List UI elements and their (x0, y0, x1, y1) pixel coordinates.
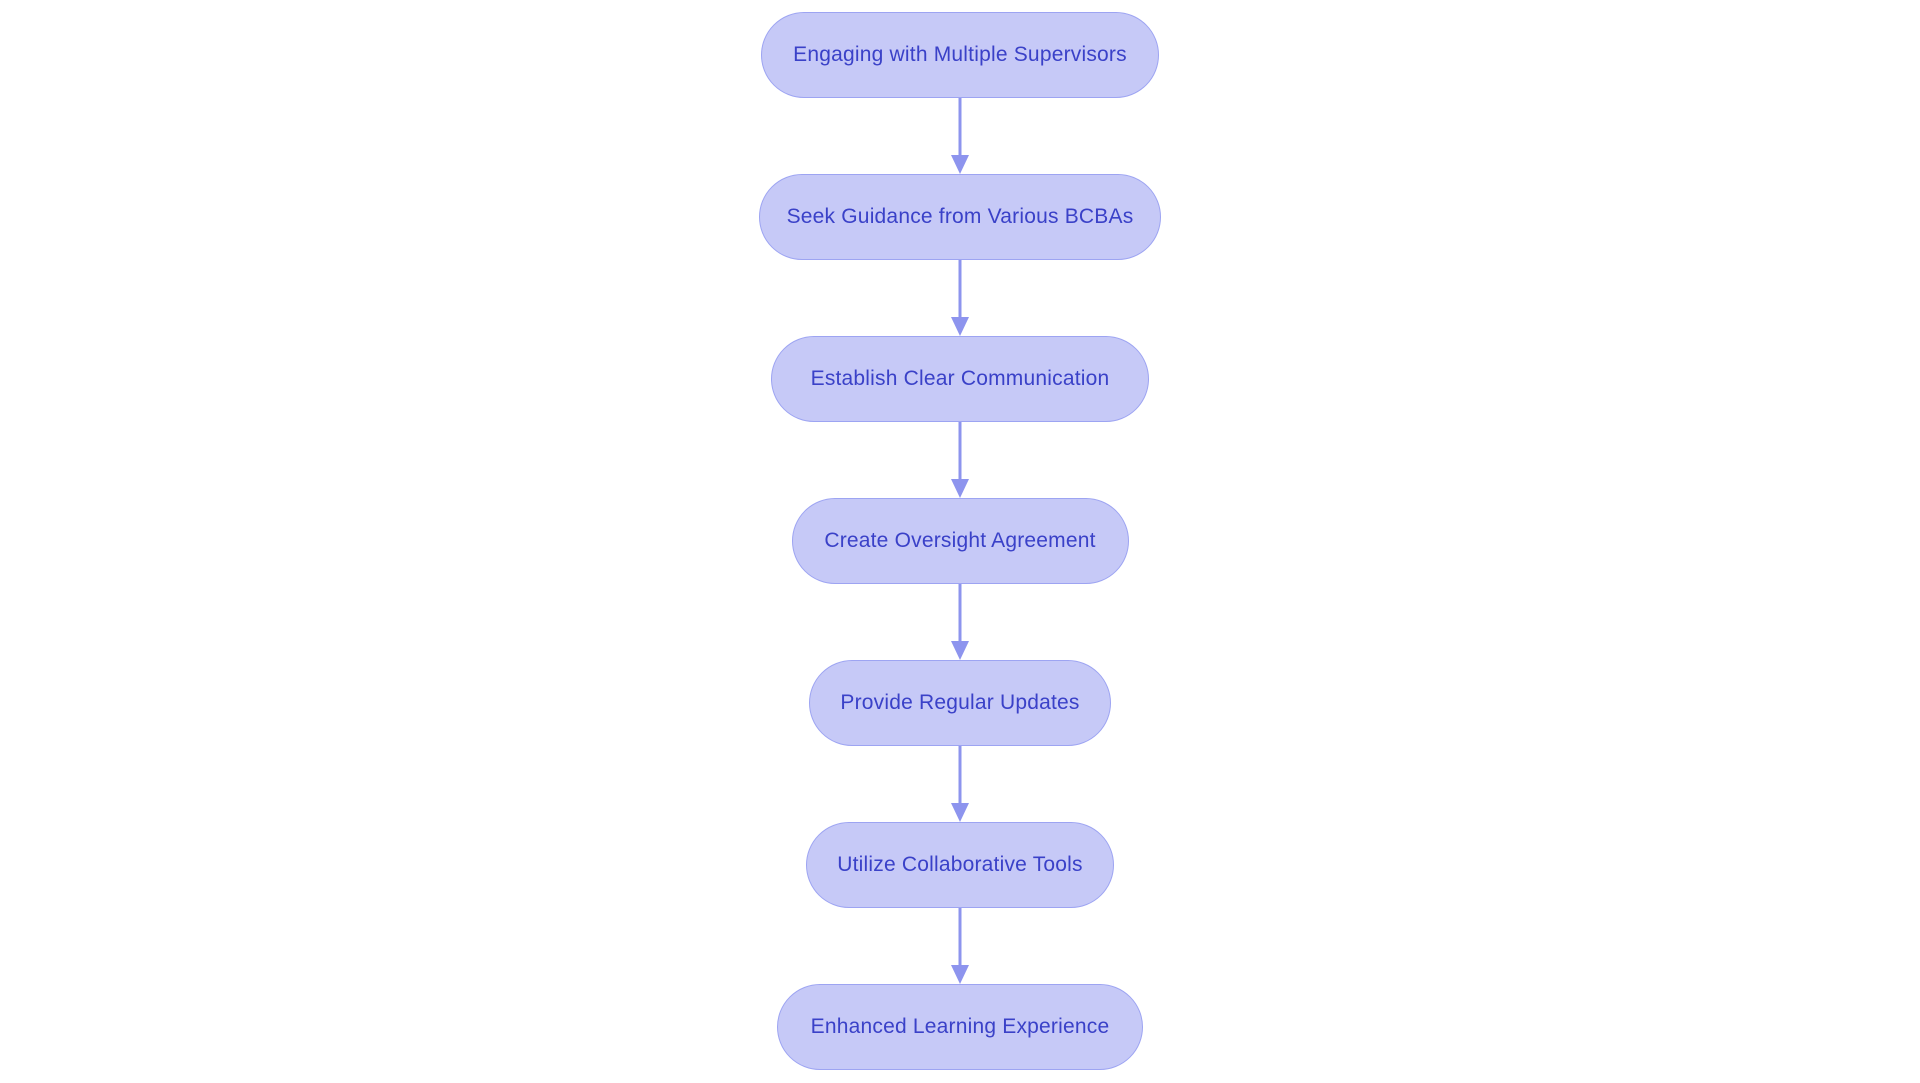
connector-4-5 (948, 584, 972, 660)
node-create-oversight-agreement: Create Oversight Agreement (791, 498, 1129, 584)
node-label: Utilize Collaborative Tools (837, 853, 1083, 876)
node-label: Establish Clear Communication (810, 367, 1110, 390)
node-establish-clear-communication: Establish Clear Communication (771, 336, 1149, 422)
node-label: Create Oversight Agreement (824, 529, 1096, 552)
node-utilize-collaborative-tools: Utilize Collaborative Tools (806, 822, 1114, 908)
down-arrow-icon (951, 908, 969, 984)
node-seek-guidance-from-various-bcbas: Seek Guidance from Various BCBAs (759, 174, 1161, 260)
connector-5-6 (948, 746, 972, 822)
connector-3-4 (948, 422, 972, 498)
node-enhanced-learning-experience: Enhanced Learning Experience (777, 984, 1143, 1070)
node-label: Seek Guidance from Various BCBAs (786, 205, 1134, 228)
node-label: Provide Regular Updates (840, 691, 1080, 714)
node-provide-regular-updates: Provide Regular Updates (809, 660, 1111, 746)
node-engaging-with-multiple-supervisors: Engaging with Multiple Supervisors (761, 12, 1159, 98)
down-arrow-icon (951, 584, 969, 660)
connector-6-7 (948, 908, 972, 984)
flowchart: Engaging with Multiple Supervisors Seek … (0, 12, 1920, 1070)
connector-1-2 (948, 98, 972, 174)
node-label: Enhanced Learning Experience (810, 1015, 1110, 1038)
node-label: Engaging with Multiple Supervisors (793, 43, 1127, 66)
connector-2-3 (948, 260, 972, 336)
down-arrow-icon (951, 260, 969, 336)
down-arrow-icon (951, 746, 969, 822)
down-arrow-icon (951, 98, 969, 174)
down-arrow-icon (951, 422, 969, 498)
